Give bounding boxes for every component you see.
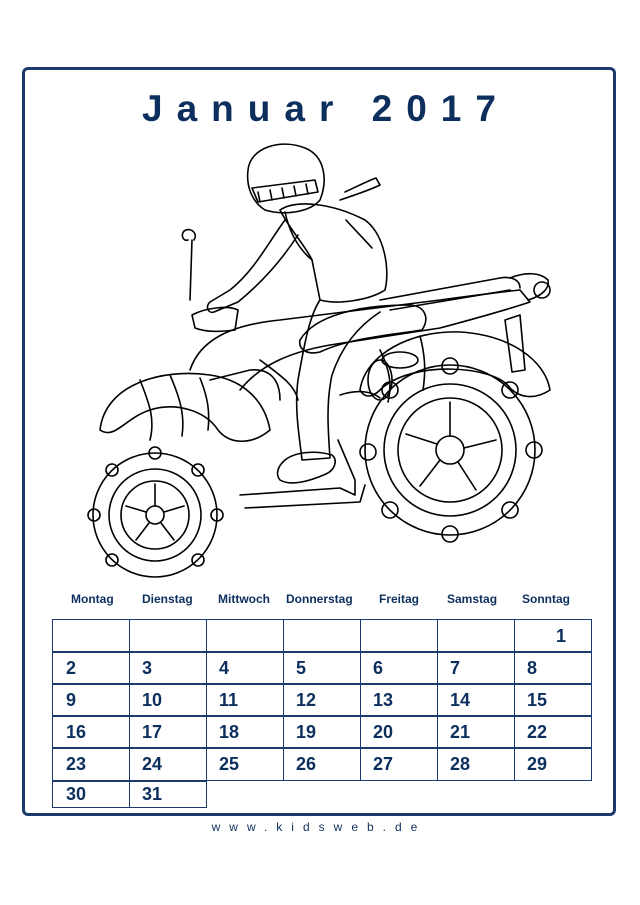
calendar-day-cell: 15 [514,683,592,717]
day-number: 26 [296,754,317,774]
day-number: 7 [450,658,461,678]
day-number: 1 [555,626,566,646]
day-number: 17 [142,722,163,742]
calendar-day-cell: 3 [129,651,207,685]
calendar-day-cell: 29 [514,747,592,781]
calendar-day-cell: 25 [206,747,284,781]
day-number: 19 [296,722,317,742]
calendar-day-cell: 5 [283,651,361,685]
rear-fender [359,331,551,398]
day-number: 22 [527,722,548,742]
rider-torso [279,203,388,303]
calendar-frame [22,67,616,816]
rear-wheel-treads [359,357,543,543]
weekday-label: Sonntag [522,592,570,606]
calendar-day-cell: 28 [437,747,515,781]
weekday-label: Freitag [379,592,420,606]
calendar-day-cell: 2 [52,651,130,685]
day-number: 8 [527,658,538,678]
calendar-day-cell: 1 [514,619,592,653]
calendar-day-cell [283,619,361,653]
calendar-day-cell [360,619,438,653]
calendar-day-cell: 22 [514,715,592,749]
day-number: 21 [450,722,471,742]
day-number: 11 [219,690,239,710]
chassis [239,439,366,509]
weekday-header-row: Montag Dienstag Mittwoch Donnerstag Frei… [55,592,595,610]
footer-website: www.kidsweb.de [211,820,427,834]
calendar-day-cell: 26 [283,747,361,781]
calendar-day-cell: 27 [360,747,438,781]
calendar-day-cell: 14 [437,683,515,717]
day-number: 14 [450,690,471,710]
day-number: 10 [142,690,163,710]
calendar-day-cell: 31 [129,781,207,808]
calendar-day-cell: 10 [129,683,207,717]
front-wheel [92,452,218,578]
day-number: 29 [527,754,548,774]
day-number: 23 [66,754,87,774]
day-number: 20 [373,722,394,742]
calendar-day-cell: 11 [206,683,284,717]
day-number: 6 [373,658,384,678]
calendar-day-cell: 19 [283,715,361,749]
day-number: 15 [527,690,548,710]
day-number: 9 [66,690,77,710]
calendar-day-cell: 8 [514,651,592,685]
quad-bike-illustration [87,143,551,578]
day-number: 18 [219,722,240,742]
calendar-day-cell: 16 [52,715,130,749]
calendar-day-cell: 17 [129,715,207,749]
calendar-day-cell: 4 [206,651,284,685]
calendar-day-cell: 24 [129,747,207,781]
weekday-label: Samstag [447,592,498,606]
day-number: 27 [373,754,394,774]
calendar-day-cell [206,619,284,653]
day-number: 2 [66,658,77,678]
day-number: 12 [296,690,317,710]
calendar-day-cell: 13 [360,683,438,717]
weekday-label: Dienstag [142,592,193,606]
day-number: 31 [142,784,163,804]
rider-arm [206,219,299,314]
day-number: 25 [219,754,240,774]
day-number: 16 [66,722,87,742]
calendar-day-cell [52,619,130,653]
calendar-day-cell: 7 [437,651,515,685]
weekday-label: Donnerstag [286,592,353,606]
calendar-day-cell [437,619,515,653]
front-wheel-treads [87,446,224,567]
weekday-label: Montag [71,592,114,606]
rider-legs [295,299,381,461]
calendar-day-cell: 23 [52,747,130,781]
calendar-day-cell: 12 [283,683,361,717]
calendar-day-cell: 6 [360,651,438,685]
calendar-title: Januar 2017 [142,88,510,129]
calendar-day-cell: 9 [52,683,130,717]
day-number: 3 [142,658,153,678]
calendar-day-cell: 30 [52,781,130,808]
calendar-day-cell: 20 [360,715,438,749]
rider-helmet [246,143,325,214]
weekday-label: Mittwoch [218,592,270,606]
day-number: 28 [450,754,471,774]
calendar-day-cell: 21 [437,715,515,749]
day-number: 24 [142,754,163,774]
day-number: 4 [219,658,230,678]
calendar-day-cell: 18 [206,715,284,749]
day-number: 30 [66,784,87,804]
calendar-day-cell [129,619,207,653]
day-number: 5 [296,658,307,678]
rear-wheel [364,364,536,536]
day-number: 13 [373,690,394,710]
rider-boot [276,451,336,484]
